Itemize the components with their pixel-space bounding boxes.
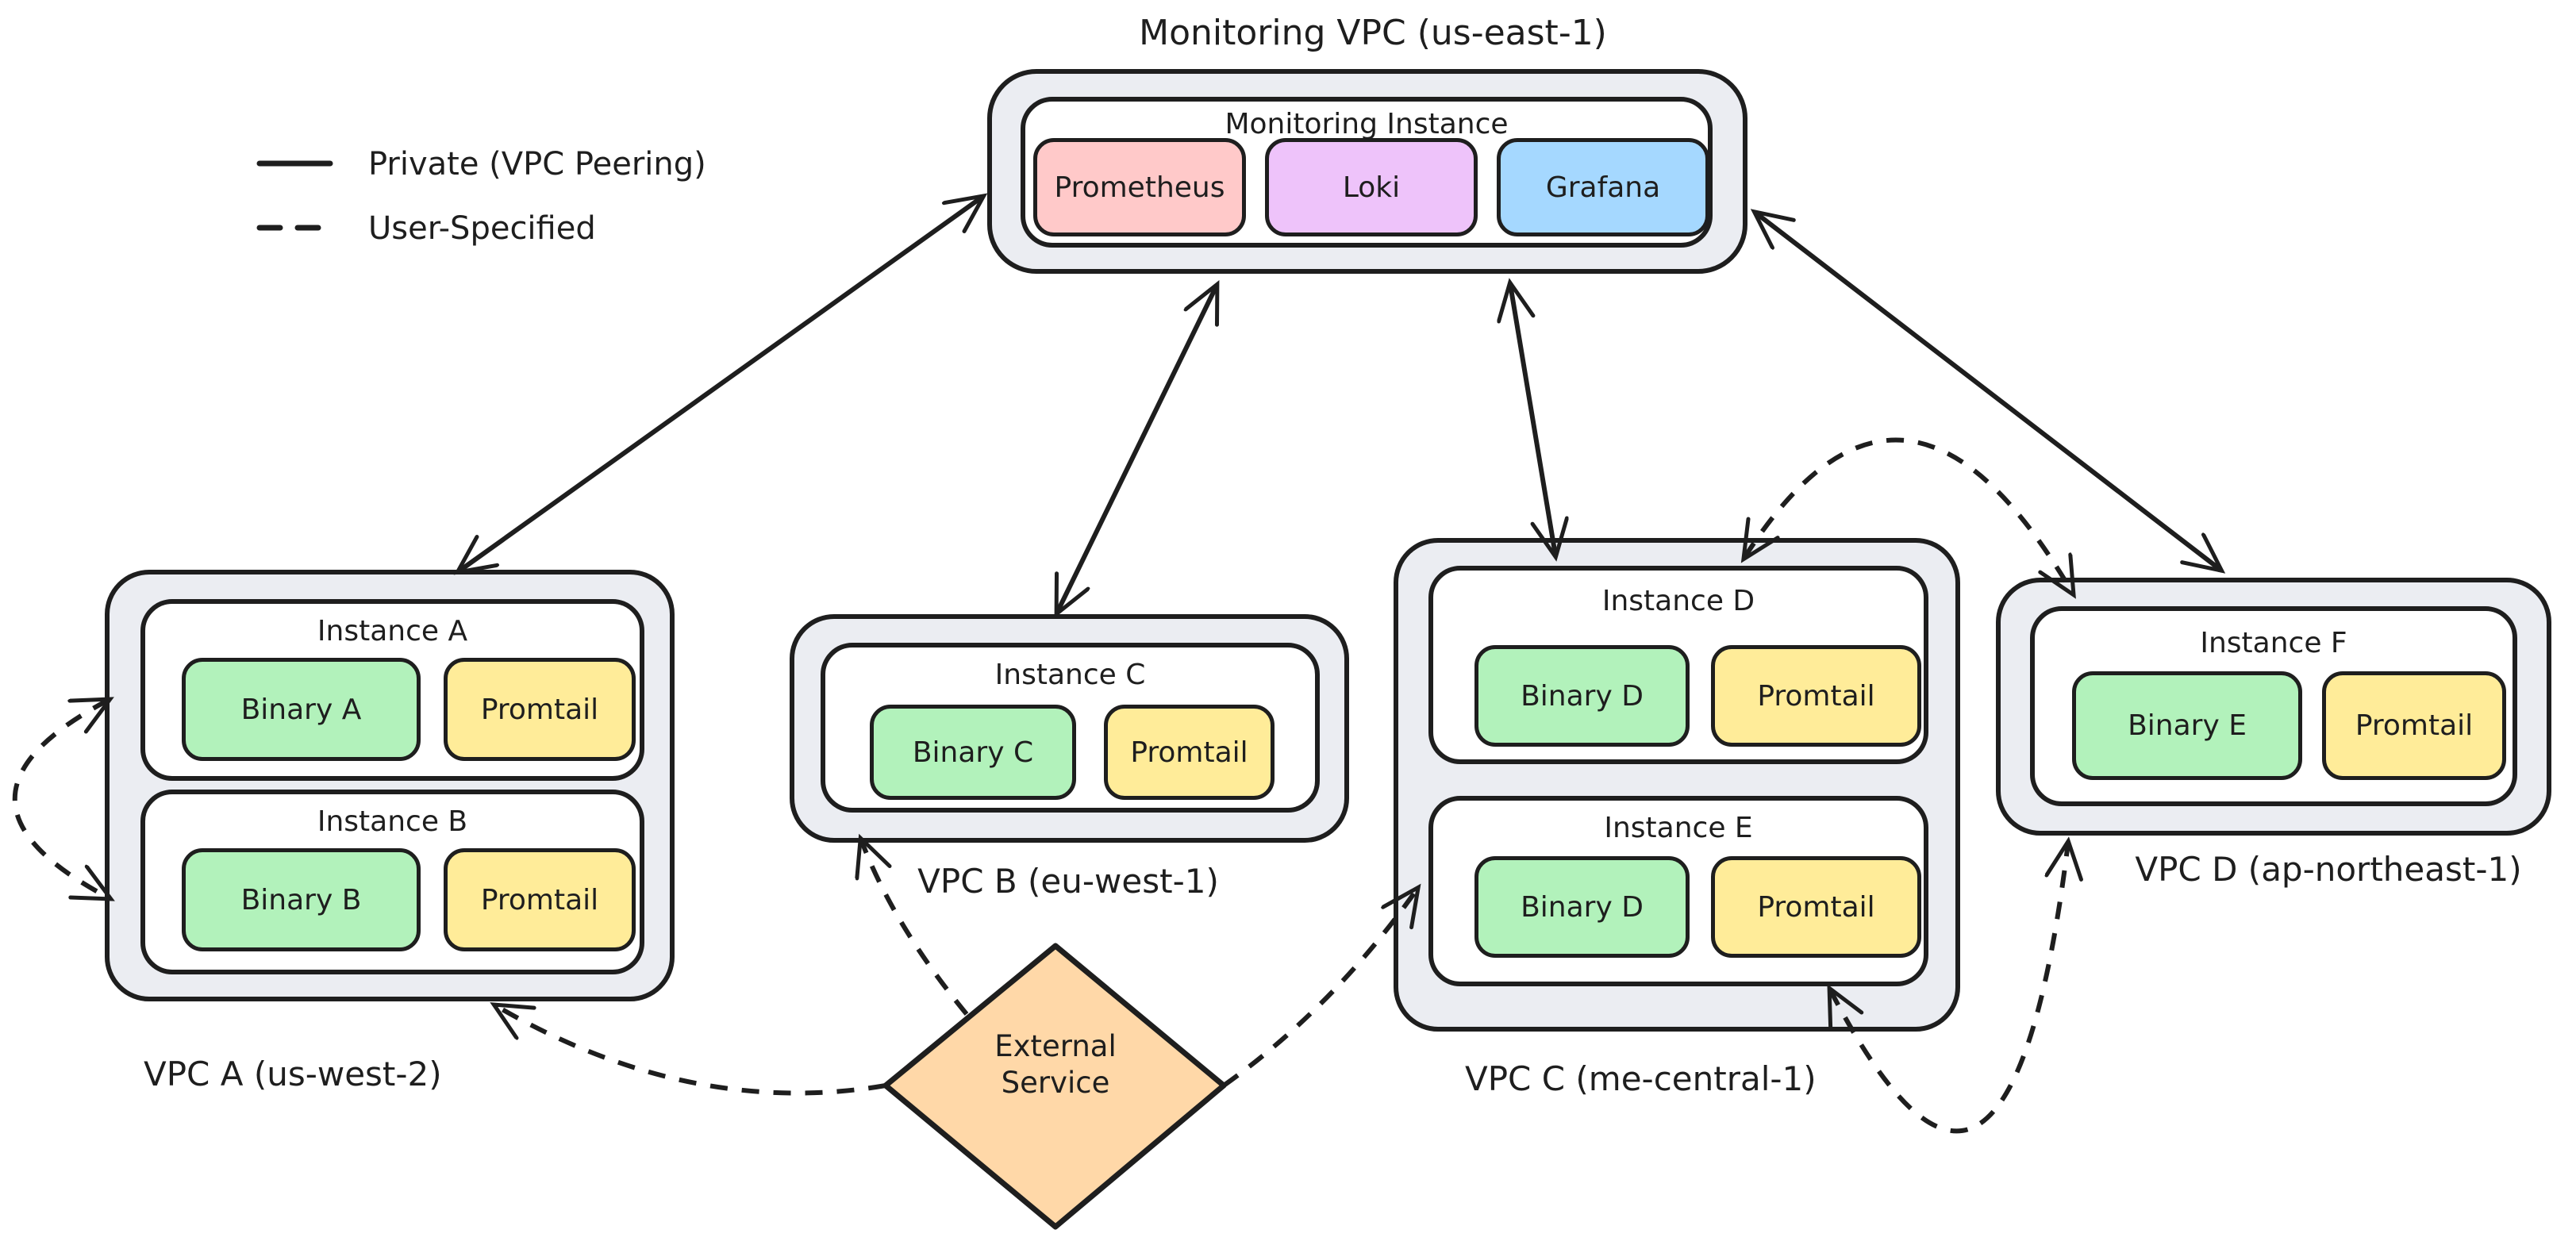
binary-e-instance-node: Binary D [1474,856,1690,958]
monitoring-instance-title: Monitoring Instance [1225,108,1509,140]
binary-c-node: Binary C [870,705,1076,800]
promtail-a-node: Promtail [444,658,636,761]
instance-a-box: Instance A Binary A Promtail [140,599,644,781]
arrow-monitoring-vpc-b [1057,286,1217,613]
arrow-monitoring-vpc-a [459,197,982,571]
instance-d-box: Instance D Binary D Promtail [1428,566,1928,764]
promtail-d-node: Promtail [1711,645,1921,747]
instance-d-title: Instance D [1601,585,1755,617]
instance-f-box: Instance F Binary E Promtail [2030,606,2517,806]
external-service-label: External Service [994,1029,1117,1101]
vpc-a-label: VPC A (us-west-2) [144,1055,442,1093]
promtail-b-node: Promtail [444,848,636,951]
vpc-c-label: VPC C (me-central-1) [1465,1059,1817,1098]
binary-d-node: Binary D [1474,645,1690,747]
promtail-f-node: Promtail [2322,671,2506,780]
grafana-node: Grafana [1497,138,1709,236]
binary-e-node: Binary E [2072,671,2302,780]
arrow-external-vpc-a [495,1005,886,1096]
instance-c-title: Instance C [994,659,1146,691]
prometheus-node: Prometheus [1033,138,1246,236]
vpc-b-label: VPC B (eu-west-1) [917,862,1219,901]
monitoring-vpc-label: Monitoring VPC (us-east-1) [1139,13,1607,53]
binary-a-node: Binary A [182,658,421,761]
monitoring-instance-box: Monitoring Instance Prometheus Loki Graf… [1021,97,1713,248]
vpc-d-label: VPC D (ap-northeast-1) [2135,850,2522,889]
loki-node: Loki [1265,138,1478,236]
arrow-instance-a-instance-b [12,700,110,898]
arrow-monitoring-vpc-d [1755,213,2220,570]
instance-e-box: Instance E Binary D Promtail [1428,796,1928,986]
instance-f-title: Instance F [2200,627,2347,659]
binary-b-node: Binary B [182,848,421,951]
promtail-c-node: Promtail [1104,705,1275,800]
arrow-external-vpc-c [1222,889,1417,1088]
instance-a-title: Instance A [317,615,468,647]
legend-private-label: Private (VPC Peering) [368,146,706,183]
instance-c-box: Instance C Binary C Promtail [821,643,1320,813]
promtail-e-node: Promtail [1711,856,1921,958]
instance-e-title: Instance E [1604,812,1753,844]
arrow-monitoring-vpc-c [1510,284,1555,555]
instance-b-box: Instance B Binary B Promtail [140,790,644,974]
legend-user-specified-label: User-Specified [368,210,596,247]
instance-b-title: Instance B [317,805,468,838]
